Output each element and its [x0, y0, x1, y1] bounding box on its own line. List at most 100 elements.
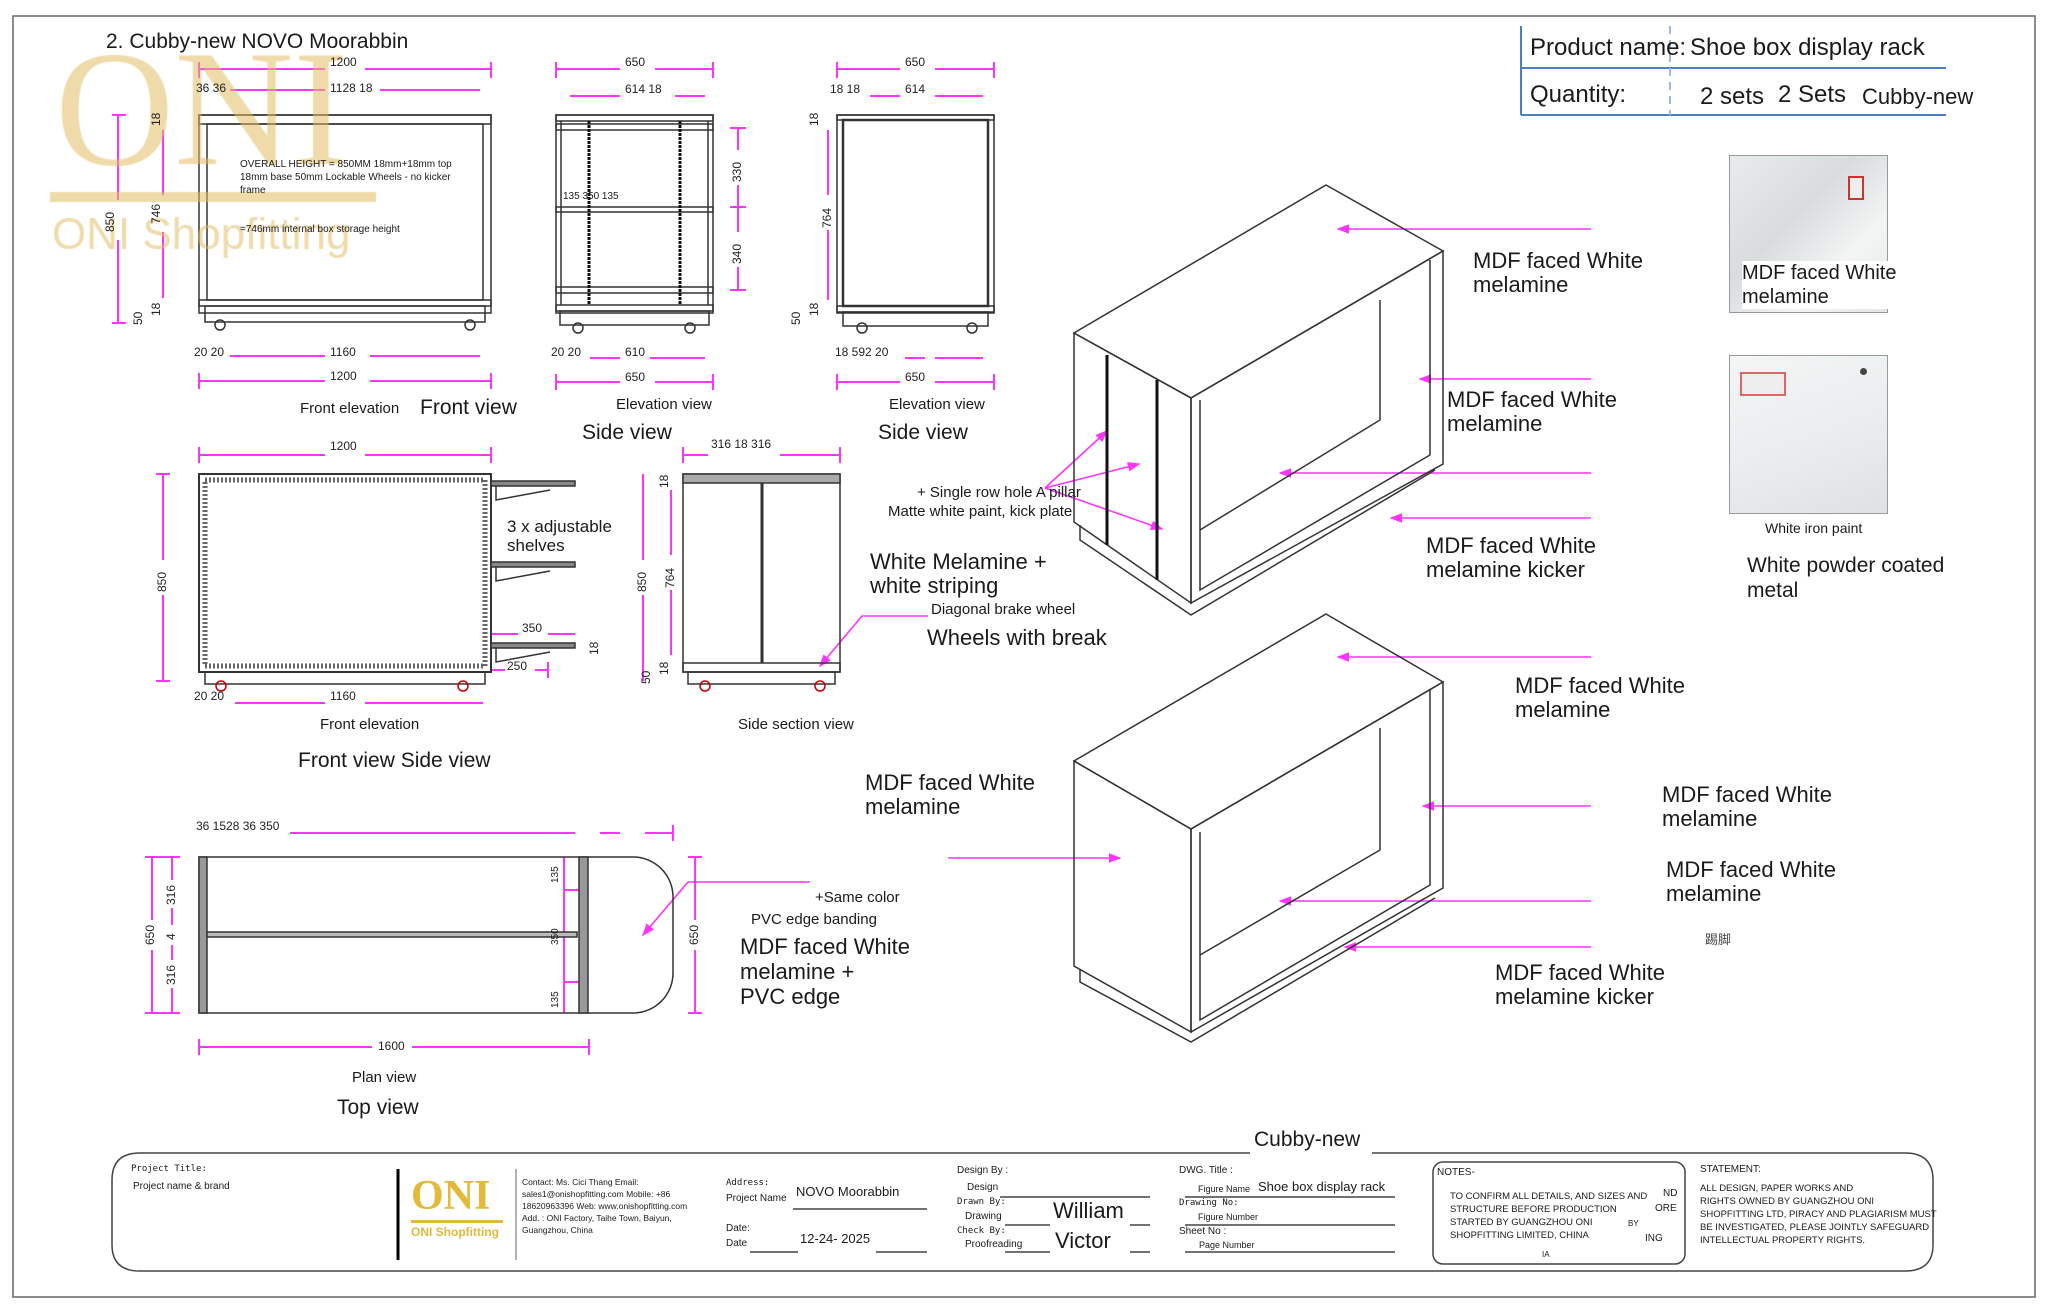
statement-line: RIGHTS OWNED BY GUANGZHOU ONI [1700, 1196, 1875, 1207]
dim-label: 135 350 135 [563, 191, 619, 202]
drawn-by-value: William [1053, 1198, 1124, 1223]
swatch-label-tag [1848, 176, 1864, 200]
cabinet-outlines [198, 114, 1445, 1043]
wheels-note: Wheels with break [927, 625, 1107, 650]
statement-line: BE INVESTIGATED, PLEASE JOINTLY SAFEGUAR… [1700, 1222, 1930, 1233]
quantity-label: Quantity: [1530, 81, 1627, 108]
pvc-banding-note: PVC edge banding [751, 911, 877, 928]
dim-label: 250 [507, 659, 528, 673]
dim-label: 746 [149, 203, 163, 224]
dim-label: 340 [730, 243, 744, 264]
title-block-heading: Cubby-new [1254, 1128, 1361, 1151]
dim-label: 20 20 [194, 689, 225, 703]
dim-label: 350 [522, 621, 543, 635]
note-line: OVERALL HEIGHT = 850MM 18mm+18mm top [240, 159, 452, 170]
notes-ghost: ND [1663, 1188, 1678, 1199]
title-block-frame [111, 1152, 1934, 1272]
product-name-overlay: Cubby-new [1862, 84, 1974, 109]
view-title: Side view [878, 421, 968, 444]
label-line: melamine kicker [1426, 557, 1585, 583]
dim-label: 330 [730, 161, 744, 182]
leader-lines [641, 224, 1591, 952]
date-label: Date: [726, 1223, 750, 1234]
dim-label: 316 [164, 964, 178, 985]
label-line: melamine [1473, 272, 1569, 298]
dim-label: 650 [143, 924, 157, 945]
dim-label: 650 [625, 370, 646, 384]
drawing-label: Drawing [965, 1211, 1002, 1222]
page-title: 2. Cubby-new NOVO Moorabbin [106, 30, 409, 53]
dim-label: 18 [657, 474, 671, 488]
label-line: MDF faced White [1426, 533, 1596, 558]
product-table-lines [1520, 26, 1946, 116]
dim-label: 764 [663, 567, 677, 588]
drawn-by-label: Drawn By: [957, 1197, 1006, 1207]
dim-label: 1128 18 [330, 81, 373, 95]
product-name-value: Shoe box display rack [1690, 34, 1925, 61]
oni-logo-sub: ONI Shopfitting [411, 1225, 499, 1239]
date-value: 12-24- 2025 [800, 1231, 871, 1246]
check-by-value: Victor [1055, 1228, 1111, 1253]
design-label: Design [967, 1182, 999, 1193]
dim-label: 36 36 [196, 81, 227, 95]
swatch-2-desc-line2: metal [1747, 579, 1799, 603]
notes-ghost: BY [1628, 1219, 1639, 1228]
dim-label: 764 [820, 207, 834, 228]
dim-label: 316 18 316 [711, 437, 772, 451]
note-line: 18mm base 50mm Lockable Wheels - no kick… [240, 172, 451, 183]
note-line: =746mm internal box storage height [240, 224, 400, 235]
view-caption: Side section view [738, 716, 854, 733]
statement-text: ALL DESIGN, PAPER WORKS AND RIGHTS OWNED… [1700, 1182, 1937, 1247]
dim-label: 650 [905, 55, 926, 69]
label-line: MDF faced White [1447, 387, 1617, 412]
striping-note: White Melamine +white striping [870, 549, 1047, 598]
notes-ghost: ING [1645, 1233, 1663, 1244]
same-color-note: +Same color [815, 889, 900, 906]
dim-label: 850 [635, 571, 649, 592]
kick-plate-note: Matte white paint, kick plate [888, 503, 1073, 520]
statement-line: ALL DESIGN, PAPER WORKS AND [1700, 1183, 1854, 1194]
notes-line: TO CONFIRM ALL DETAILS, AND SIZES AND [1450, 1191, 1648, 1202]
view-title: Side view [582, 421, 672, 444]
notes-label: NOTES- [1437, 1167, 1475, 1178]
label-line: MDF faced White [1473, 248, 1643, 273]
dim-label: 650 [687, 924, 701, 945]
figure-name-label: Figure Name [1198, 1184, 1251, 1194]
dim-label: 650 [625, 55, 646, 69]
oni-logo: ONI [411, 1173, 491, 1219]
notes-line: STRUCTURE BEFORE PRODUCTION [1450, 1204, 1617, 1215]
dim-label: 20 20 [551, 345, 582, 359]
dim-label: 1160 [330, 345, 356, 359]
label-line: MDF faced White [1515, 673, 1685, 698]
view-title: Front view [420, 396, 517, 419]
sheet-no-label: Sheet No : [1179, 1226, 1227, 1237]
view-caption: Elevation view [889, 396, 985, 413]
dim-label: 614 18 [625, 82, 662, 96]
side-view-2-drawing [836, 114, 995, 334]
pillar-note: + Single row hole A pillar [917, 484, 1081, 501]
contact-line: Add. : ONI Factory, Taihe Town, Baiyun, [522, 1213, 672, 1223]
dim-label: 18 [807, 112, 821, 126]
shelves-note-line2: shelves [507, 535, 565, 555]
dim-label: 50 [789, 311, 803, 325]
drawing-no-label: Drawing No: [1179, 1198, 1239, 1208]
dim-label: 18 [149, 112, 163, 126]
dim-label: 50 [639, 670, 653, 684]
swatch-1-label-line1: MDF faced White [1742, 262, 1897, 284]
notes-text: TO CONFIRM ALL DETAILS, AND SIZES AND ST… [1450, 1190, 1647, 1242]
proofreading-label: Proofreading [965, 1239, 1023, 1250]
swatch-2-caption: White iron paint [1765, 520, 1863, 536]
kicker-chinese-label: 踢脚 [1705, 932, 1732, 947]
dim-label: 18 [807, 302, 821, 316]
dim-label: 18 [657, 661, 671, 675]
front-elevation-shelves-drawing [198, 473, 576, 692]
material-line3: PVC edge [740, 984, 841, 1010]
